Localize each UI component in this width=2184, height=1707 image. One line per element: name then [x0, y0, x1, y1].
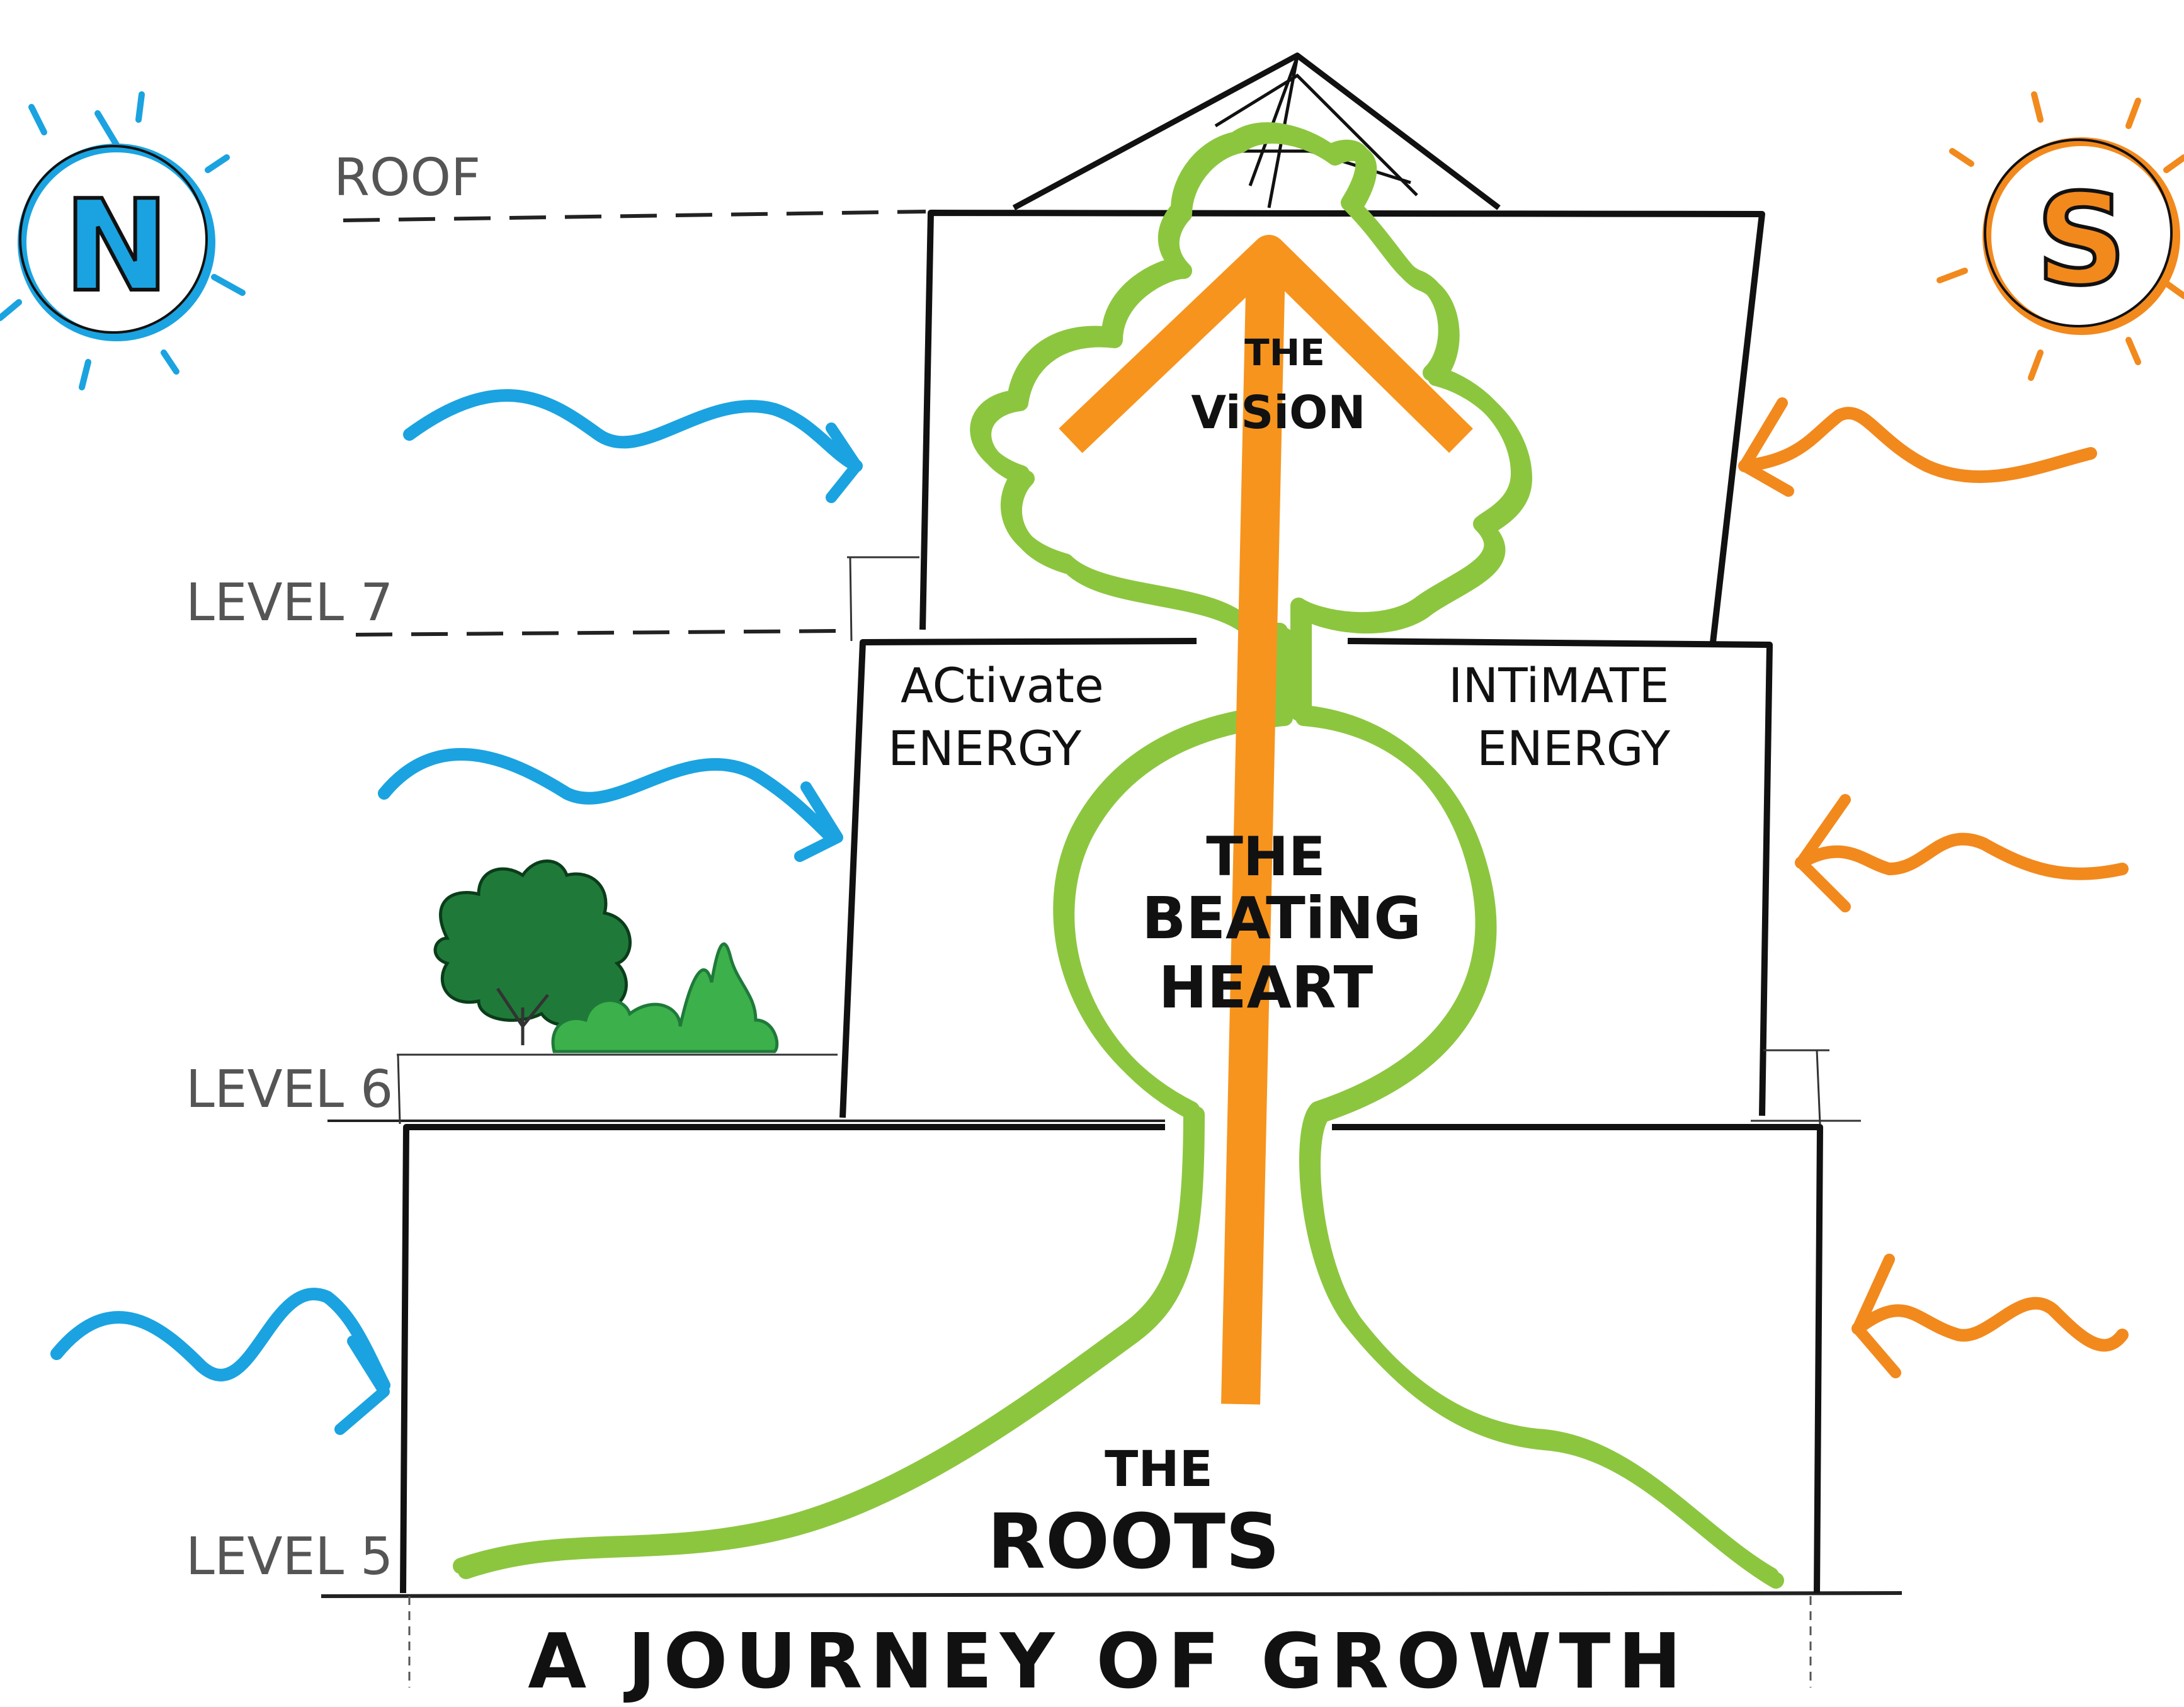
vision-label-line1: THE — [1244, 331, 1325, 374]
building-outline — [400, 210, 1823, 1594]
south-wind-arrow-2-head — [1795, 794, 1851, 912]
south-sun-ink — [1984, 139, 2173, 327]
north-sun: N — [0, 91, 246, 390]
level-label-6: LEVEL 6 — [186, 1060, 393, 1120]
level-label-roof: ROOF — [334, 148, 481, 208]
tree-shape — [458, 127, 1784, 1589]
north-wind-arrow-2-head — [794, 781, 843, 862]
vision-label-line2: ViSiON — [1191, 386, 1365, 439]
roof-dashed-line — [343, 210, 926, 222]
shrub-trunk — [496, 987, 549, 1045]
level5-ground-line — [321, 1591, 1902, 1598]
north-wind-arrow-3 — [50, 1288, 390, 1392]
level7-dashed-line — [355, 629, 838, 637]
bottom-floor-right — [1332, 1124, 1823, 1594]
level-label-7: LEVEL 7 — [186, 573, 393, 633]
south-wind-arrow-3 — [1851, 1296, 2129, 1352]
diagram-title: A JOURNEY OF GROWTH — [528, 1618, 1689, 1706]
intimate-energy-line1: INTiMATE — [1448, 657, 1669, 713]
north-wind-arrow-1-head — [826, 422, 862, 503]
heart-label-line1: THE — [1206, 825, 1325, 888]
south-letter: S — [2036, 167, 2127, 314]
heart-label-line3: HEART — [1159, 954, 1374, 1021]
north-wind-arrow-1 — [403, 389, 863, 472]
shrub-dark — [433, 859, 632, 1027]
shrub-light — [551, 942, 779, 1053]
south-sun: S — [1937, 91, 2184, 381]
heart-label-line2: BEATiNG — [1142, 885, 1421, 952]
north-letter: N — [64, 173, 169, 320]
south-wind-arrow-2 — [1795, 832, 2129, 880]
top-floor-walls — [919, 210, 1765, 643]
south-wind-arrow-3-head — [1852, 1254, 1901, 1378]
growth-arrow — [1059, 235, 1473, 1405]
middle-floor-right — [1347, 638, 1773, 1116]
south-wind-arrows — [1738, 397, 2129, 1378]
ledge-details — [397, 556, 1861, 1125]
middle-floor-left — [839, 638, 1197, 1118]
level-label-5: LEVEL 5 — [186, 1527, 393, 1587]
north-wind-arrows — [50, 389, 863, 1435]
roof-pyramid — [1012, 52, 1501, 210]
south-wind-arrow-1-head — [1739, 397, 1794, 497]
north-sun-ink — [19, 145, 208, 334]
growth-arrow-head — [1059, 235, 1473, 453]
south-sun-rays — [1937, 91, 2184, 381]
terrace-shrubs — [433, 859, 779, 1053]
north-sun-rays — [0, 91, 246, 390]
roots-label-line2: ROOTS — [987, 1499, 1280, 1586]
bottom-floor-left — [400, 1124, 1165, 1594]
south-wind-arrow-1 — [1738, 407, 2097, 484]
south-sun-disc — [1982, 137, 2180, 335]
north-wind-arrow-2 — [378, 748, 838, 844]
north-sun-disc — [18, 144, 215, 341]
intimate-energy-line2: ENERGY — [1477, 720, 1671, 776]
growth-arrow-shaft — [1221, 264, 1285, 1405]
tree-outline-green — [458, 127, 1784, 1589]
north-wind-arrow-3-head — [334, 1336, 390, 1435]
activate-energy-line1: ACtivate — [901, 657, 1104, 713]
roots-label-line1: THE — [1105, 1441, 1213, 1498]
activate-energy-line2: ENERGY — [888, 720, 1082, 776]
